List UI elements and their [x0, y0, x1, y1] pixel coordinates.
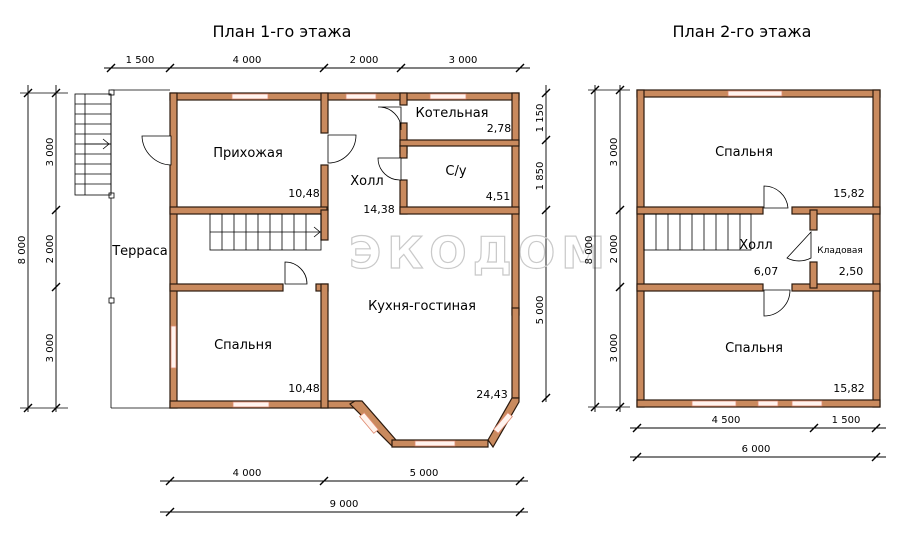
dim-top-1: 1 500: [126, 55, 155, 66]
floor2-spalnya-top-area: 15,82: [833, 187, 865, 200]
dim-top-4: 3 000: [449, 55, 478, 66]
dim-bottom-2: 5 000: [410, 468, 439, 479]
floor2-dim-left-total: 8 000: [584, 236, 595, 265]
room-kuhnya-name: Кухня-гостиная: [368, 299, 476, 314]
floor2-dims-left: 8 000 3 000 2 000 3 000: [584, 85, 630, 412]
floor2-kladovaya-name: Кладовая: [817, 246, 863, 256]
floor2-holl-name: Холл: [739, 238, 772, 253]
dim-bottom-1: 4 000: [233, 468, 262, 479]
floor2-dims-bottom: 4 500 1 500 6 000: [630, 415, 886, 462]
porch-stairs: [74, 93, 112, 196]
floor2-dim-bottom-2: 1 500: [832, 415, 861, 426]
room-su-area: 4,51: [486, 190, 511, 203]
room-terrasa-name: Терраса: [111, 244, 168, 259]
dim-top-3: 2 000: [350, 55, 379, 66]
dim-top-2: 4 000: [233, 55, 262, 66]
dim-left-2: 2 000: [45, 235, 56, 264]
dim-left-total: 8 000: [17, 236, 28, 265]
floor1-stairs: [209, 213, 322, 251]
floor2-dim-bottom-1: 4 500: [712, 415, 741, 426]
floor2-kladovaya-area: 2,50: [839, 265, 864, 278]
dim-right-3: 5 000: [535, 296, 546, 325]
floor1-doors: [141, 106, 402, 285]
floor2-spalnya-bottom-name: Спальня: [725, 341, 783, 356]
floor1-windows: [170, 93, 513, 447]
floor2-dim-bottom-total: 6 000: [742, 444, 771, 455]
floor1-dims-right: 1 150 1 850 5 000: [535, 85, 551, 403]
dim-bottom-total: 9 000: [330, 499, 359, 510]
floor2-doors: [763, 185, 812, 317]
room-prihozhaya-area: 10,48: [288, 187, 320, 200]
room-kuhnya-area: 24,43: [476, 388, 508, 401]
room-spalnya-area: 10,48: [288, 382, 320, 395]
floor2-title: План 2-го этажа: [673, 22, 812, 41]
dim-left-3: 3 000: [45, 334, 56, 363]
floor2-spalnya-bottom-area: 15,82: [833, 382, 865, 395]
room-holl-area: 14,38: [363, 203, 395, 216]
floor1-plan: Прихожая 10,48 Холл 14,38 Котельная 2,78…: [17, 55, 551, 517]
dim-left-1: 3 000: [45, 138, 56, 167]
floor2-dim-left-1: 3 000: [609, 138, 620, 167]
dim-right-1: 1 150: [535, 104, 546, 133]
room-su-name: С/у: [445, 164, 466, 179]
room-prihozhaya-name: Прихожая: [213, 146, 283, 161]
floor1-title: План 1-го этажа: [213, 22, 352, 41]
room-holl-name: Холл: [350, 174, 383, 189]
floor2-dim-left-2: 2 000: [609, 235, 620, 264]
watermark-logo: ЭКОДОМ: [349, 228, 611, 279]
floor2-dim-left-3: 3 000: [609, 334, 620, 363]
floor2-windows: [691, 90, 823, 407]
room-spalnya-name: Спальня: [214, 338, 272, 353]
dim-right-2: 1 850: [535, 162, 546, 191]
floor2-holl-area: 6,07: [754, 265, 779, 278]
room-kotelnaya-area: 2,78: [487, 122, 512, 135]
room-kotelnaya-name: Котельная: [415, 106, 488, 121]
floor1-dims-left: 8 000 3 000 2 000 3 000: [17, 85, 68, 413]
floor2-spalnya-top-name: Спальня: [715, 145, 773, 160]
floor1-dims-bottom: 4 000 5 000 9 000: [160, 468, 528, 517]
floor1-dims-top: 1 500 4 000 2 000 3 000: [104, 55, 530, 73]
floor2-plan: Спальня 15,82 Холл 6,07 Кладовая 2,50 Сп…: [584, 85, 886, 462]
floor2-stairs: [643, 213, 752, 251]
